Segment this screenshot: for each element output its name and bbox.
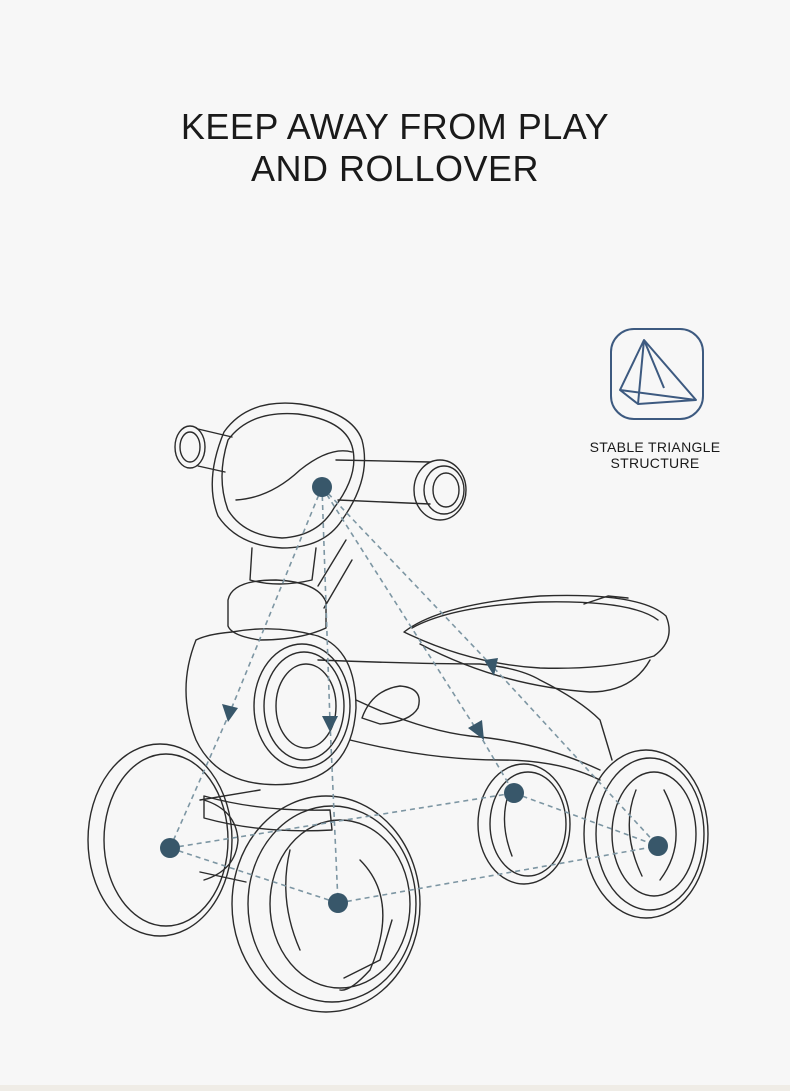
arrow-head <box>484 658 498 676</box>
neck-column <box>227 539 353 641</box>
front-right-wheel <box>231 795 421 1013</box>
headline-line-2: AND ROLLOVER <box>250 148 540 189</box>
front-left-wheel <box>87 743 261 937</box>
front-body <box>185 628 357 786</box>
contact-point-rear-right <box>648 836 668 856</box>
arrow-head <box>322 716 338 732</box>
contact-points <box>160 477 668 913</box>
feature-badge <box>610 328 704 420</box>
left-handlebar-grip <box>174 425 233 473</box>
bottom-strip <box>0 1085 790 1091</box>
bike-frame <box>317 659 613 781</box>
headline: KEEP AWAY FROM PLAY AND ROLLOVER <box>0 106 790 190</box>
rear-right-wheel <box>583 749 709 919</box>
contact-point-head <box>312 477 332 497</box>
arrow-head <box>468 720 484 740</box>
head-hub <box>211 402 366 549</box>
contact-point-front-left <box>160 838 180 858</box>
contact-point-front-right <box>328 893 348 913</box>
seat <box>403 594 670 693</box>
stability-lines <box>169 486 659 904</box>
lower-body-ring <box>203 795 333 832</box>
rear-left-wheel <box>477 763 571 885</box>
triangle-pyramid-icon <box>619 339 697 405</box>
headline-line-1: KEEP AWAY FROM PLAY <box>180 106 610 147</box>
contact-point-rear-left <box>504 783 524 803</box>
feature-caption: STABLE TRIANGLE STRUCTURE <box>589 439 721 471</box>
arrow-head <box>222 704 238 722</box>
stability-arrows <box>222 658 498 740</box>
right-handlebar <box>335 459 467 521</box>
